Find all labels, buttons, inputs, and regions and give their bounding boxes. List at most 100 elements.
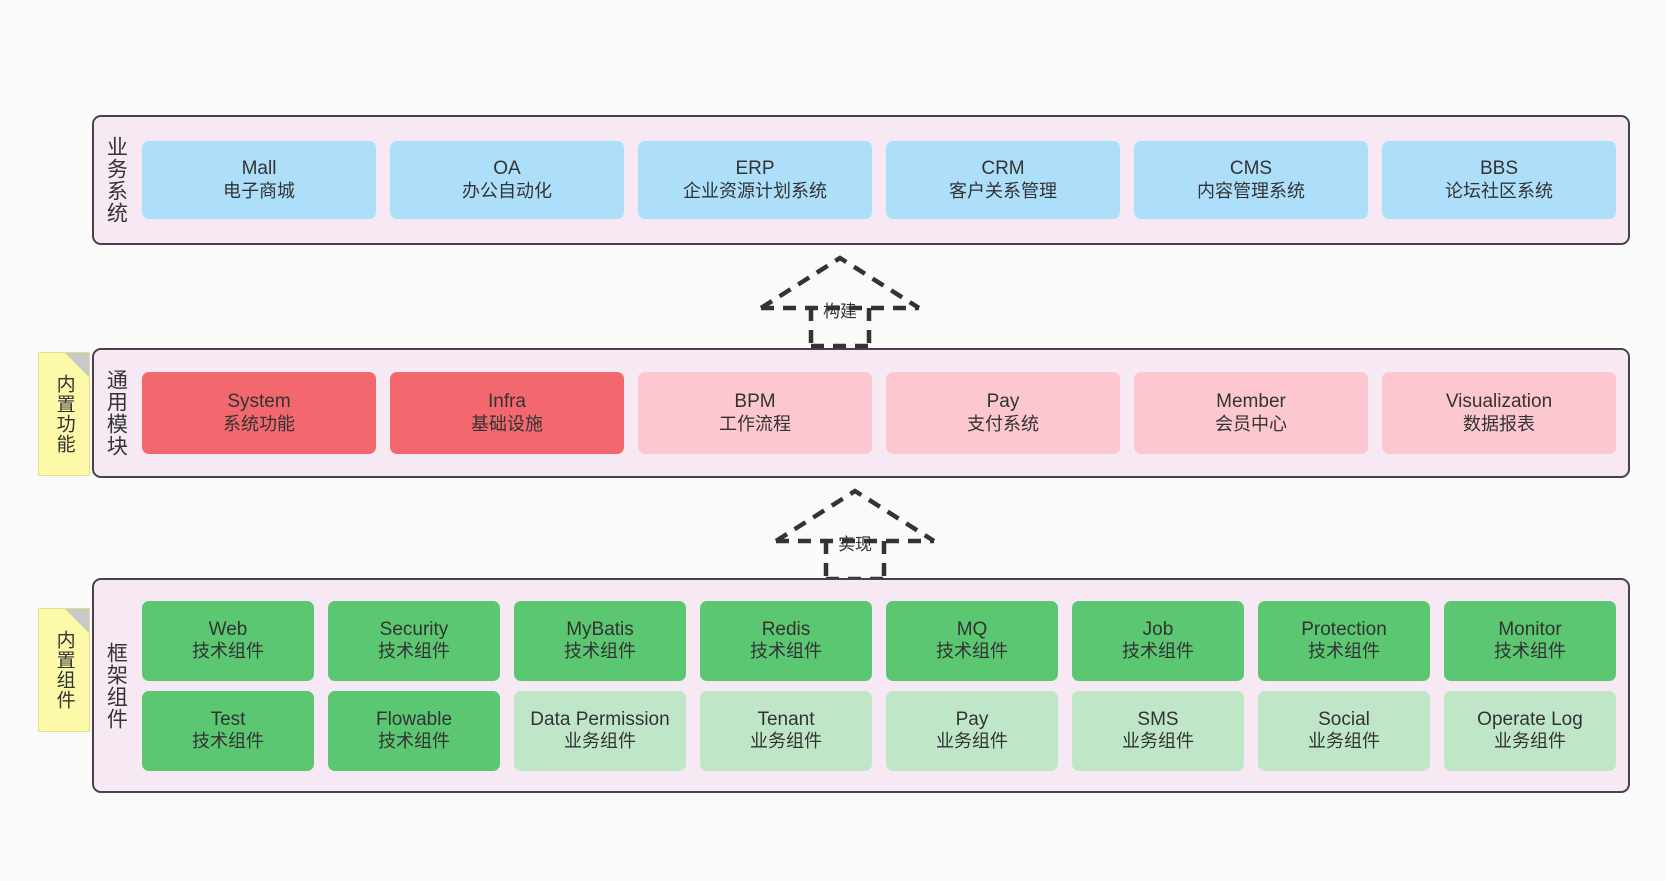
row-framework-business: Test 技术组件 Flowable 技术组件 Data Permission … — [142, 690, 1616, 771]
component-name-en: Protection — [1301, 618, 1387, 640]
module-name-en: ERP — [735, 158, 775, 180]
component-name-en: SMS — [1137, 708, 1179, 730]
component-card-protection[interactable]: Protection 技术组件 — [1258, 600, 1430, 681]
module-name-cn: 论坛社区系统 — [1445, 180, 1553, 201]
dashed-hollow-arrow-icon — [759, 255, 921, 348]
row-common-1: System 系统功能 Infra 基础设施 BPM 工作流程 Pay 支付系统… — [142, 372, 1616, 454]
component-type-cn: 技术组件 — [750, 641, 822, 662]
component-card-security[interactable]: Security 技术组件 — [328, 600, 500, 681]
component-name-en: Web — [208, 618, 248, 640]
module-card-pay[interactable]: Pay 支付系统 — [886, 372, 1120, 454]
module-name-cn: 内容管理系统 — [1197, 180, 1305, 201]
layer-body-business: Mall 电子商城 OA 办公自动化 ERP 企业资源计划系统 CRM 客户关系… — [136, 117, 1628, 243]
module-name-cn: 客户关系管理 — [949, 180, 1057, 201]
module-name-en: Pay — [986, 391, 1020, 413]
connector-label-implement: 实现 — [838, 535, 872, 554]
component-card-test[interactable]: Test 技术组件 — [142, 690, 314, 771]
module-name-en: Infra — [487, 391, 527, 413]
module-name-cn: 企业资源计划系统 — [683, 180, 827, 201]
component-type-cn: 业务组件 — [564, 731, 636, 752]
layer-title-common: 通用模块 — [104, 369, 128, 457]
component-card-flowable[interactable]: Flowable 技术组件 — [328, 690, 500, 771]
component-card-tenant[interactable]: Tenant 业务组件 — [700, 690, 872, 771]
module-name-cn: 工作流程 — [719, 413, 791, 434]
module-card-crm[interactable]: CRM 客户关系管理 — [886, 141, 1120, 219]
module-name-cn: 基础设施 — [471, 413, 543, 434]
layer-body-common: System 系统功能 Infra 基础设施 BPM 工作流程 Pay 支付系统… — [136, 350, 1628, 476]
module-card-bpm[interactable]: BPM 工作流程 — [638, 372, 872, 454]
component-card-redis[interactable]: Redis 技术组件 — [700, 600, 872, 681]
layer-title-framework: 框架组件 — [104, 641, 128, 730]
component-card-pay[interactable]: Pay 业务组件 — [886, 690, 1058, 771]
component-name-en: Job — [1142, 618, 1174, 640]
component-name-en: Social — [1318, 708, 1370, 730]
module-card-mall[interactable]: Mall 电子商城 — [142, 141, 376, 219]
component-name-en: Test — [210, 708, 246, 730]
component-card-web[interactable]: Web 技术组件 — [142, 600, 314, 681]
module-name-cn: 办公自动化 — [462, 180, 552, 201]
component-type-cn: 技术组件 — [1122, 641, 1194, 662]
layer-body-framework: Web 技术组件 Security 技术组件 MyBatis 技术组件 Redi… — [136, 580, 1628, 791]
component-type-cn: 技术组件 — [936, 641, 1008, 662]
module-name-en: Mall — [241, 158, 277, 180]
layer-title-business: 业务系统 — [104, 136, 128, 224]
component-type-cn: 业务组件 — [1494, 731, 1566, 752]
module-name-cn: 会员中心 — [1215, 413, 1287, 434]
component-type-cn: 业务组件 — [1308, 731, 1380, 752]
row-business-1: Mall 电子商城 OA 办公自动化 ERP 企业资源计划系统 CRM 客户关系… — [142, 141, 1616, 219]
component-type-cn: 技术组件 — [1308, 641, 1380, 662]
module-name-en: System — [227, 391, 291, 413]
module-name-cn: 系统功能 — [223, 413, 295, 434]
component-name-en: Monitor — [1498, 618, 1562, 640]
component-card-mq[interactable]: MQ 技术组件 — [886, 600, 1058, 681]
module-name-en: CMS — [1229, 158, 1273, 180]
component-name-en: Flowable — [375, 708, 453, 730]
component-type-cn: 业务组件 — [936, 731, 1008, 752]
module-card-infra[interactable]: Infra 基础设施 — [390, 372, 624, 454]
module-card-cms[interactable]: CMS 内容管理系统 — [1134, 141, 1368, 219]
component-name-en: MyBatis — [566, 618, 634, 640]
module-name-en: Member — [1216, 391, 1286, 413]
layer-business-systems: 业务系统 Mall 电子商城 OA 办公自动化 ERP 企业资源计划系统 CRM… — [92, 115, 1630, 245]
module-name-cn: 数据报表 — [1463, 413, 1535, 434]
module-card-bbs[interactable]: BBS 论坛社区系统 — [1382, 141, 1616, 219]
component-name-en: Pay — [955, 708, 989, 730]
component-type-cn: 技术组件 — [378, 641, 450, 662]
component-name-en: Tenant — [757, 708, 815, 730]
component-type-cn: 技术组件 — [378, 731, 450, 752]
component-name-en: Security — [379, 618, 449, 640]
module-name-cn: 电子商城 — [223, 180, 295, 201]
component-type-cn: 技术组件 — [1494, 641, 1566, 662]
component-card-sms[interactable]: SMS 业务组件 — [1072, 690, 1244, 771]
component-name-en: MQ — [956, 618, 988, 640]
component-type-cn: 业务组件 — [1122, 731, 1194, 752]
sticky-note-builtin-features: 内置功能 — [38, 352, 90, 476]
component-type-cn: 技术组件 — [192, 641, 264, 662]
module-card-erp[interactable]: ERP 企业资源计划系统 — [638, 141, 872, 219]
module-name-en: CRM — [981, 158, 1025, 180]
component-type-cn: 技术组件 — [564, 641, 636, 662]
component-type-cn: 业务组件 — [750, 731, 822, 752]
module-name-en: BBS — [1479, 158, 1519, 180]
module-card-oa[interactable]: OA 办公自动化 — [390, 141, 624, 219]
module-card-member[interactable]: Member 会员中心 — [1134, 372, 1368, 454]
component-name-en: Redis — [761, 618, 811, 640]
connector-build: 构建 — [755, 252, 925, 348]
component-card-data-permission[interactable]: Data Permission 业务组件 — [514, 690, 686, 771]
component-card-monitor[interactable]: Monitor 技术组件 — [1444, 600, 1616, 681]
layer-common-modules: 通用模块 System 系统功能 Infra 基础设施 BPM 工作流程 Pay… — [92, 348, 1630, 478]
component-card-social[interactable]: Social 业务组件 — [1258, 690, 1430, 771]
layer-framework-components: 框架组件 Web 技术组件 Security 技术组件 MyBatis 技术组件… — [92, 578, 1630, 793]
component-card-mybatis[interactable]: MyBatis 技术组件 — [514, 600, 686, 681]
module-name-en: BPM — [734, 391, 776, 413]
module-name-en: OA — [493, 158, 521, 180]
module-card-system[interactable]: System 系统功能 — [142, 372, 376, 454]
module-card-visualization[interactable]: Visualization 数据报表 — [1382, 372, 1616, 454]
component-name-en: Operate Log — [1477, 708, 1583, 730]
component-card-operate-log[interactable]: Operate Log 业务组件 — [1444, 690, 1616, 771]
module-name-en: Visualization — [1445, 391, 1553, 413]
connector-label-build: 构建 — [823, 302, 857, 321]
component-card-job[interactable]: Job 技术组件 — [1072, 600, 1244, 681]
connector-implement: 实现 — [770, 485, 940, 581]
component-name-en: Data Permission — [530, 708, 670, 730]
